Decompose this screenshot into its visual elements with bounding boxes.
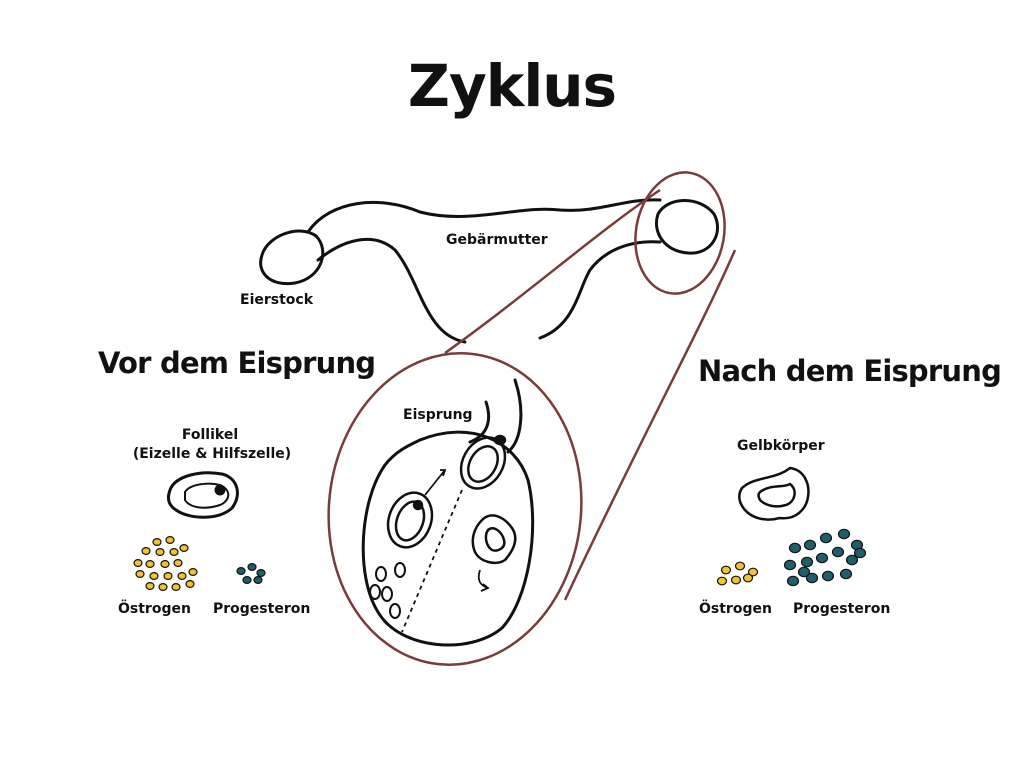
follicle-icon [166,471,239,519]
uterus-label: Gebärmutter [446,232,548,248]
estrogen-dot [734,561,746,571]
estrogen-dot [155,547,165,556]
estrogen-dot [165,535,175,544]
estrogen-dot [173,558,183,567]
estrogen-label-after: Östrogen [699,601,772,617]
estrogen-dot [145,559,155,568]
ovary-right [655,199,720,255]
progesterone-label-after: Progesteron [793,601,891,617]
ruptured-follicle [459,434,507,490]
progesterone-dot [803,539,817,551]
estrogen-dot [152,537,162,546]
ovary-label: Eierstock [240,292,314,308]
estrogen-dot [716,576,728,586]
progesterone-dot [800,556,814,568]
corpus-luteum-icon [738,466,810,521]
estrogen-dot [163,571,173,580]
estrogen-dot [160,559,170,568]
progesterone-dot [853,547,867,559]
estrogen-dots-after [716,561,759,586]
zoom-large-ellipse [327,352,583,666]
progesterone-dot [256,568,266,577]
progesterone-dot [788,542,802,554]
progesterone-dot [805,572,819,584]
uterus-outline [306,198,662,344]
estrogen-dot [742,573,754,583]
estrogen-dots-before [133,535,198,591]
zoom-small-ellipse [634,171,726,295]
before-heading: Vor dem Eisprung [98,346,376,380]
progesterone-dot [247,562,257,571]
progesterone-dot [253,575,263,584]
after-heading: Nach dem Eisprung [698,354,1002,388]
progesterone-dot [821,570,835,582]
follicle-label-line1: Follikel [181,427,239,443]
mature-follicle [386,491,434,549]
zoom-corpus-luteum [471,514,517,564]
estrogen-dot [747,567,759,577]
ovulation-label: Eisprung [403,407,473,423]
progesterone-dot [797,566,811,578]
progesterone-dot [837,528,851,540]
page-title: Zyklus [407,52,617,120]
zoom-indicator [327,171,737,666]
estrogen-dot [188,567,198,576]
estrogen-dot [179,543,189,552]
zoom-cone [444,188,737,601]
estrogen-dot [720,565,732,575]
progesterone-dot [783,559,797,571]
estrogen-dot [185,579,195,588]
estrogen-dot [730,575,742,585]
progesterone-dot [831,546,845,558]
progesterone-label-before: Progesteron [213,601,311,617]
ovary-left [259,229,325,286]
estrogen-dot [158,582,168,591]
corpus-luteum-label: Gelbkörper [737,438,825,454]
process-arrows [401,469,490,633]
estrogen-dot [177,571,187,580]
progesterone-dot [786,575,800,587]
estrogen-dot [149,571,159,580]
small-follicles [369,562,406,619]
progesterone-dot [815,552,829,564]
progesterone-dot [819,532,833,544]
follicle-label-line2: (Eizelle & Hilfszelle) [132,446,292,462]
estrogen-label-before: Östrogen [118,601,191,617]
zoomed-ovary-body [361,430,535,647]
progesterone-dot [845,554,859,566]
estrogen-dot [169,547,179,556]
estrogen-dot [133,558,143,567]
estrogen-dot [135,569,145,578]
progesterone-dots-after [783,528,867,587]
progesterone-dot [839,568,853,580]
zoomed-ovary [361,378,535,647]
progesterone-dots-before [236,562,266,584]
estrogen-dot [141,546,151,555]
estrogen-dot [145,581,155,590]
progesterone-dot [236,566,246,575]
estrogen-dot [171,582,181,591]
progesterone-dot [242,575,252,584]
